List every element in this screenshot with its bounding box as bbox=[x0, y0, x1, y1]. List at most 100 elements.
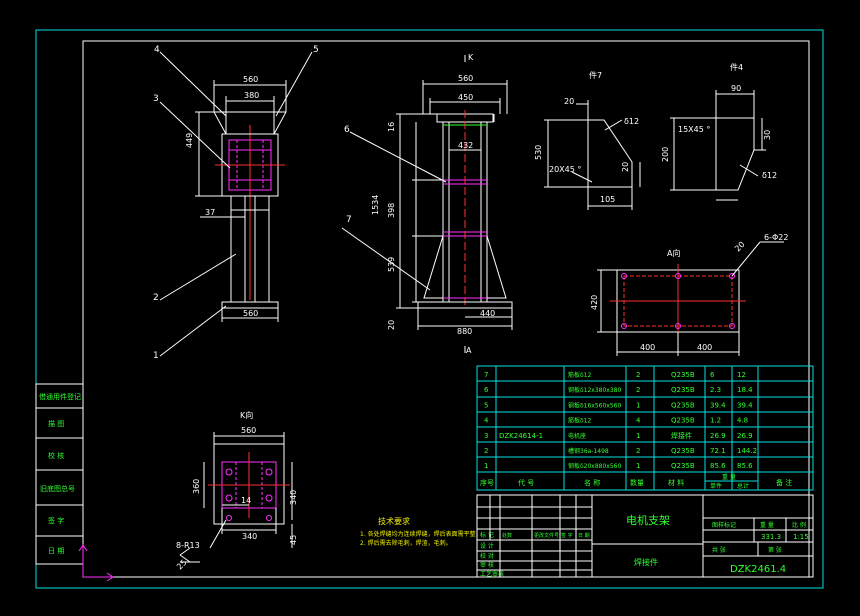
balloon-3: 3 bbox=[153, 94, 159, 104]
bom-cell-qty: 1 bbox=[636, 401, 640, 409]
tb-weight-label: 重 量 bbox=[760, 521, 774, 529]
bom-h-name: 名 称 bbox=[584, 478, 600, 487]
tb-stage-label: 图样标记 bbox=[712, 521, 736, 529]
part7-label: 件7 bbox=[589, 70, 602, 80]
bom-cell-unit: 2.3 bbox=[710, 386, 721, 394]
bom-cell-mat: Q235B bbox=[671, 371, 695, 379]
tech-req-line2: 2. 焊后需去除毛刺，焊渣，毛刺。 bbox=[360, 539, 452, 547]
tb-col-2: 更改文件号 bbox=[534, 532, 559, 539]
tb-weight-value: 331.3 bbox=[761, 533, 781, 541]
p4-dim-90: 90 bbox=[731, 84, 741, 93]
a-view-label: A向 bbox=[667, 248, 680, 258]
front-view bbox=[159, 51, 313, 357]
bom-cell-no: 1 bbox=[484, 462, 488, 470]
bom-cell-qty: 2 bbox=[636, 447, 640, 455]
p4-dim-30: 30 bbox=[763, 130, 772, 140]
title-block-grid bbox=[476, 494, 814, 578]
balloon-7: 7 bbox=[346, 215, 352, 225]
bom-h-code: 代 号 bbox=[518, 478, 534, 487]
k-view-label: K向 bbox=[240, 410, 253, 420]
bom-h-unit: 单件 bbox=[710, 482, 722, 490]
side-view bbox=[341, 55, 513, 353]
bom-cell-total: 26.9 bbox=[737, 432, 753, 440]
tb-scale-label: 比 例 bbox=[792, 521, 806, 529]
p7-dim-20: 20 bbox=[564, 97, 574, 106]
p7-dim-20b: 20 bbox=[621, 162, 630, 172]
bom-cell-name: 钢板δ16x560x560 bbox=[568, 401, 621, 409]
p7-thk: δ12 bbox=[624, 117, 639, 126]
bom-cell-total: 18.4 bbox=[737, 386, 753, 394]
p4-dim-200: 200 bbox=[661, 147, 670, 162]
p4-thk: δ12 bbox=[762, 171, 777, 180]
part7-detail bbox=[544, 100, 641, 210]
bom-cell-no: 6 bbox=[484, 386, 489, 394]
bom-cell-total: 39.4 bbox=[737, 401, 753, 409]
inner-frame bbox=[82, 40, 810, 578]
bom-h-remark: 备 注 bbox=[776, 478, 792, 487]
ucs-icon bbox=[78, 544, 114, 582]
dim-560-side: 560 bbox=[458, 74, 473, 83]
k-dim-340b: 340 bbox=[289, 490, 298, 505]
k-dim-45: 45 bbox=[289, 535, 298, 545]
bom-cell-total: 144.2 bbox=[737, 447, 757, 455]
dim-1534: 1534 bbox=[371, 195, 380, 215]
p7-dim-530: 530 bbox=[534, 145, 543, 160]
title-main: 电机支架 bbox=[626, 513, 670, 527]
dim-539: 539 bbox=[387, 257, 396, 272]
bom-grid bbox=[476, 365, 814, 491]
bom-cell-mat: Q235B bbox=[671, 462, 695, 470]
balloon-4: 4 bbox=[154, 45, 160, 55]
part4-label: 件4 bbox=[730, 62, 743, 72]
bom-cell-mat: 焊接件 bbox=[671, 431, 692, 440]
outer-frame bbox=[35, 29, 824, 589]
bom-cell-unit: 26.9 bbox=[710, 432, 726, 440]
tb-sheet-total: 共 张 bbox=[712, 546, 726, 554]
bom-cell-qty: 4 bbox=[636, 417, 641, 425]
bom-cell-no: 7 bbox=[484, 371, 488, 379]
bom-h-no: 序号 bbox=[480, 478, 494, 487]
strip-sign: 签 字 bbox=[48, 516, 64, 525]
bom-cell-name: 筋板δ12 bbox=[568, 417, 591, 425]
drawing-number: DZK2461.4 bbox=[730, 564, 786, 575]
tb-sign-1: 标 记 bbox=[480, 531, 494, 539]
bom-cell-no: 3 bbox=[484, 432, 488, 440]
a-dim-400b: 400 bbox=[697, 343, 712, 352]
dim-560-top: 560 bbox=[243, 75, 258, 84]
dim-37: 37 bbox=[205, 208, 215, 217]
bom-cell-unit: 1.2 bbox=[710, 417, 721, 425]
a-holes: 6-Φ22 bbox=[764, 233, 788, 242]
bom-cell-total: 85.6 bbox=[737, 462, 753, 470]
k-dim-340a: 340 bbox=[242, 532, 257, 541]
tb-sign-5: 工艺审核 bbox=[480, 570, 504, 578]
strip-trace: 描 图 bbox=[48, 419, 64, 428]
tb-scale-value: 1:15 bbox=[793, 533, 809, 541]
k-view-detail bbox=[179, 432, 293, 563]
dim-450: 450 bbox=[458, 93, 473, 102]
p7-dim-105: 105 bbox=[600, 195, 615, 204]
bom-cell-mat: Q235B bbox=[671, 447, 695, 455]
bom-h-mat: 材 料 bbox=[668, 478, 684, 487]
dim-449: 449 bbox=[185, 133, 194, 148]
dim-432: 432 bbox=[458, 141, 473, 150]
tech-req-title: 技术要求 bbox=[378, 516, 410, 526]
bom-h-qty: 数量 bbox=[630, 478, 644, 487]
bom-cell-total: 4.8 bbox=[737, 417, 748, 425]
tb-sign-4: 审 核 bbox=[480, 561, 494, 569]
balloon-5: 5 bbox=[313, 45, 319, 55]
dim-880: 880 bbox=[457, 327, 472, 336]
bom-cell-name: 电机座 bbox=[568, 432, 586, 440]
a-view-detail bbox=[597, 241, 784, 356]
tb-sheet-no: 第 张 bbox=[768, 546, 782, 554]
title-sub: 焊接件 bbox=[634, 557, 658, 567]
bom-cell-name: 槽钢36a-1498 bbox=[568, 447, 609, 455]
bom-cell-name: 钢板δ20x880x560 bbox=[568, 462, 621, 470]
a-dim-400a: 400 bbox=[640, 343, 655, 352]
bom-cell-mat: Q235B bbox=[671, 386, 695, 394]
bom-cell-mat: Q235B bbox=[671, 401, 695, 409]
k-dim-560: 560 bbox=[241, 426, 256, 435]
k-dim-360: 360 bbox=[192, 479, 201, 494]
bom-cell-qty: 2 bbox=[636, 371, 640, 379]
p7-chamfer: 20X45 ° bbox=[549, 165, 581, 174]
part4-detail bbox=[670, 90, 766, 201]
